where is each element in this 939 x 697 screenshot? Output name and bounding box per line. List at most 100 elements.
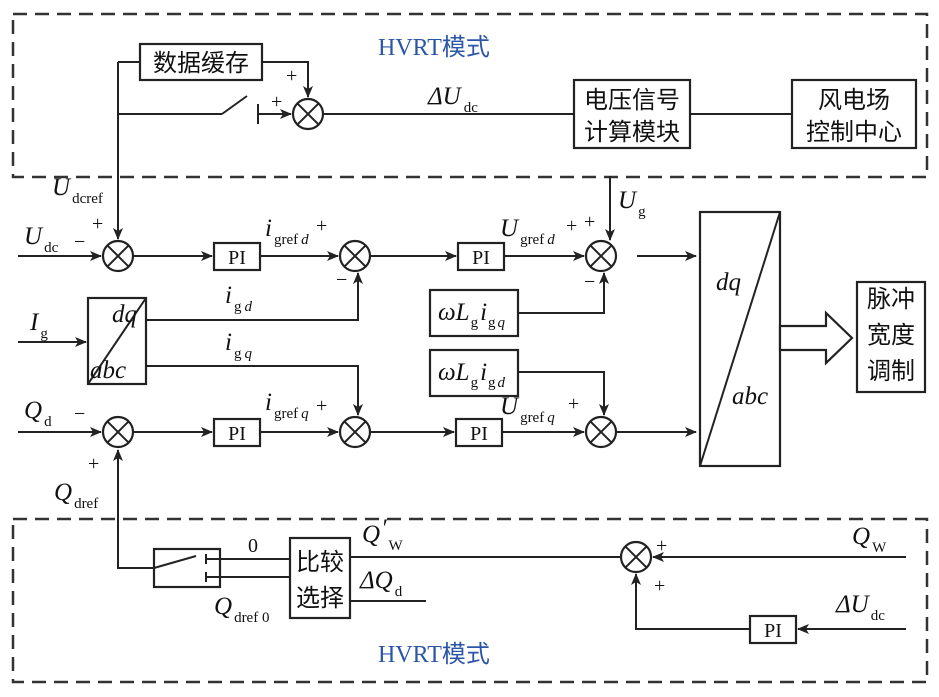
pi-block-id — [456, 241, 506, 272]
compare-select-block — [288, 536, 352, 620]
data-buffer-label: 数据缓存 — [153, 49, 249, 77]
omega-l-igq-line — [518, 272, 609, 314]
dq-label: dq — [112, 301, 137, 328]
pi-block-qw — [748, 614, 798, 645]
summing-junction-ud1 — [101, 239, 135, 273]
voltage-calc-label-2: 计算模块 — [584, 118, 680, 146]
svg-text:Q′W: Q′W — [362, 515, 404, 554]
compare-select-label-1: 比较 — [296, 548, 344, 576]
summing-junction-qw — [619, 540, 653, 574]
pi-to-qw-junction-line — [631, 573, 750, 630]
svg-text:ΔQd: ΔQd — [359, 567, 403, 600]
abc-label: abc — [732, 383, 768, 410]
sign-plus: + — [92, 213, 103, 235]
pi-block-reactive — [212, 417, 262, 448]
pwm-label-2: 宽度 — [867, 321, 915, 349]
wind-farm-center-label-2: 控制中心 — [806, 118, 902, 146]
buffer-to-junction-line — [262, 61, 313, 98]
svg-text:igd: igd — [225, 282, 252, 315]
dq-label: dq — [716, 269, 741, 296]
voltage-calc-label-1: 电压信号 — [584, 86, 680, 114]
pi-label: PI — [472, 247, 490, 269]
svg-text:Qd: Qd — [24, 397, 52, 430]
pi-label: PI — [764, 620, 782, 642]
svg-text:Ug: Ug — [618, 187, 646, 220]
sign-plus: + — [568, 393, 579, 415]
omega-l-igd-block — [428, 348, 520, 398]
hvrt-mode-label-bottom: HVRT模式 — [378, 641, 490, 668]
sign-plus: + — [584, 211, 595, 233]
wind-farm-center-block — [790, 78, 918, 150]
summing-junction-ud2 — [584, 239, 618, 273]
pwm-block — [855, 280, 927, 394]
sign-minus: − — [74, 231, 85, 253]
sign-plus: + — [271, 91, 282, 113]
svg-text:Ig: Ig — [29, 309, 48, 342]
sign-plus: + — [286, 65, 297, 87]
wind-farm-center-label-1: 风电场 — [818, 86, 890, 114]
svg-text:QW: QW — [852, 523, 887, 556]
hvrt-bottom-region — [11, 517, 929, 684]
voltage-calc-block — [572, 78, 692, 150]
sign-minus: − — [74, 403, 85, 425]
sign-plus: + — [656, 535, 667, 557]
pi-label: PI — [228, 247, 246, 269]
i-gd-feedback-line — [146, 272, 363, 321]
sign-plus: + — [316, 395, 327, 417]
hvrt-top-region — [11, 12, 929, 179]
omega-l-igq-block — [428, 288, 520, 338]
pi-label: PI — [470, 423, 488, 445]
summing-junction-id — [338, 239, 372, 273]
abc-label: abc — [90, 357, 126, 384]
pi-label: PI — [228, 423, 246, 445]
sign-plus: + — [654, 575, 665, 597]
sign-minus: − — [336, 269, 347, 291]
compare-select-label-2: 选择 — [296, 584, 344, 612]
pwm-label-1: 脉冲 — [867, 285, 915, 313]
svg-text:igq: igq — [225, 329, 252, 362]
summing-junction-qd — [101, 415, 135, 449]
sign-minus: − — [584, 271, 595, 293]
transform-diagonal — [87, 297, 147, 385]
omega-l-igd-line — [518, 371, 609, 416]
pwm-label-3: 调制 — [867, 357, 915, 385]
zero-label: 0 — [248, 535, 258, 557]
sign-plus: + — [88, 453, 99, 475]
sign-plus: + — [566, 215, 577, 237]
summing-junction-uq — [584, 415, 618, 449]
svg-text:Udc: Udc — [24, 223, 59, 256]
output-hollow-arrow — [778, 310, 854, 366]
q-dref-feedback-line — [113, 449, 154, 569]
selector-switch-block — [152, 547, 222, 589]
switch-arm — [153, 555, 197, 569]
transform-diagonal — [699, 211, 781, 467]
summing-junction-top — [291, 97, 325, 131]
